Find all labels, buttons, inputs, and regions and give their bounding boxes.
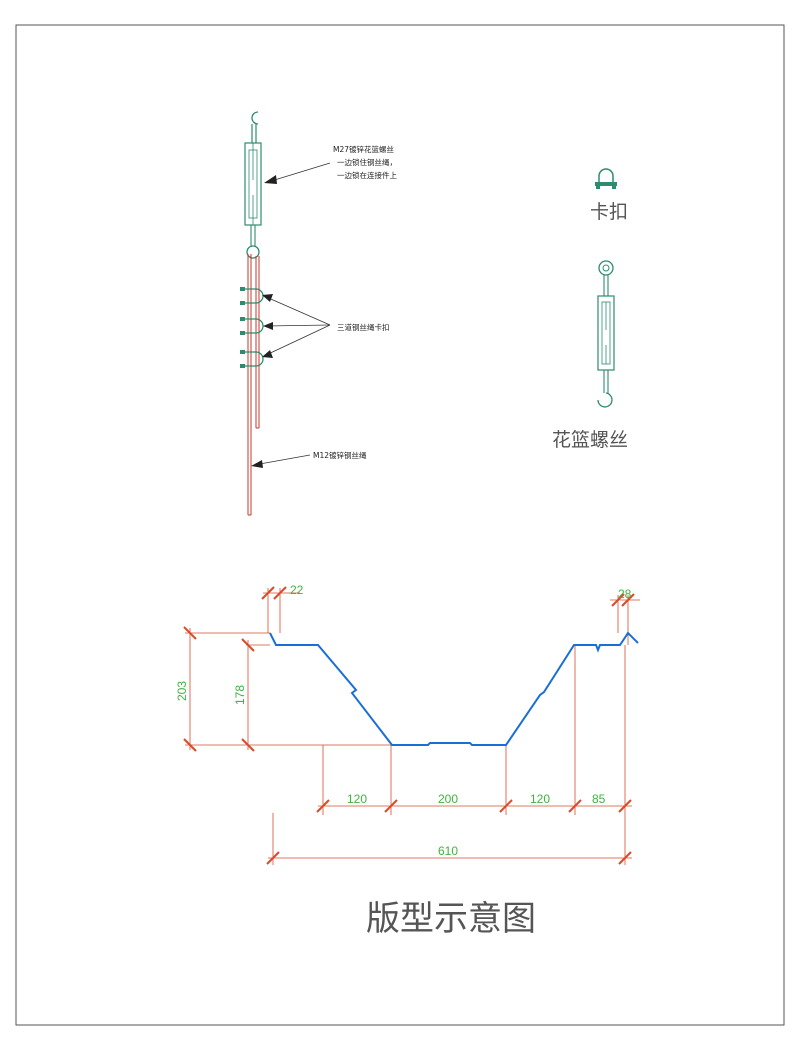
annotation-clamps: 三道钢丝绳卡扣 <box>337 322 390 332</box>
panel-profile <box>269 631 639 746</box>
profile-caption: 版型示意图 <box>366 899 536 939</box>
dim-left-slope: 120 <box>347 792 367 806</box>
turnbuckle-detail-body <box>597 295 615 371</box>
dim-total-height: 203 <box>175 681 189 701</box>
rope-clamp-3 <box>240 350 264 368</box>
profile-drawing: 22 28 203 178 120 200 120 85 610 版型示意图 <box>175 583 640 939</box>
dim-left-lip: 22 <box>290 583 304 597</box>
dim-bottom: 200 <box>438 792 458 806</box>
dimension-lines <box>185 588 640 865</box>
clamp-caption: 卡扣 <box>590 201 628 223</box>
turnbuckle-caption: 花篮螺丝 <box>552 429 628 451</box>
clamp-detail: 卡扣 <box>590 168 628 223</box>
dim-total-width: 610 <box>438 844 458 858</box>
top-hook <box>251 111 259 125</box>
bottom-hook <box>597 392 613 408</box>
sheet-border <box>15 24 785 1026</box>
annotation-turnbuckle-line1: M27镀锌花篮螺丝 <box>333 144 395 154</box>
rope-assembly: M27镀锌花篮螺丝 一边锁住钢丝绳， 一边锁在连接件上 三道钢丝绳卡扣 M12镀… <box>240 111 397 516</box>
clamp-icon <box>598 168 614 188</box>
rope-eye <box>246 245 260 259</box>
annotation-turnbuckle-line2: 一边锁住钢丝绳， <box>337 157 397 167</box>
annotation-turnbuckle-line3: 一边锁在连接件上 <box>337 170 397 180</box>
turnbuckle-detail: 花篮螺丝 <box>552 260 628 451</box>
dim-right-lip: 28 <box>618 587 632 601</box>
dimension-ticks <box>183 586 635 865</box>
rope-clamp-1 <box>240 287 264 305</box>
dim-right-flat: 85 <box>592 792 606 806</box>
annotation-rope: M12镀锌钢丝绳 <box>313 450 367 460</box>
dim-right-slope: 120 <box>530 792 550 806</box>
dim-rib-height: 178 <box>233 685 247 705</box>
